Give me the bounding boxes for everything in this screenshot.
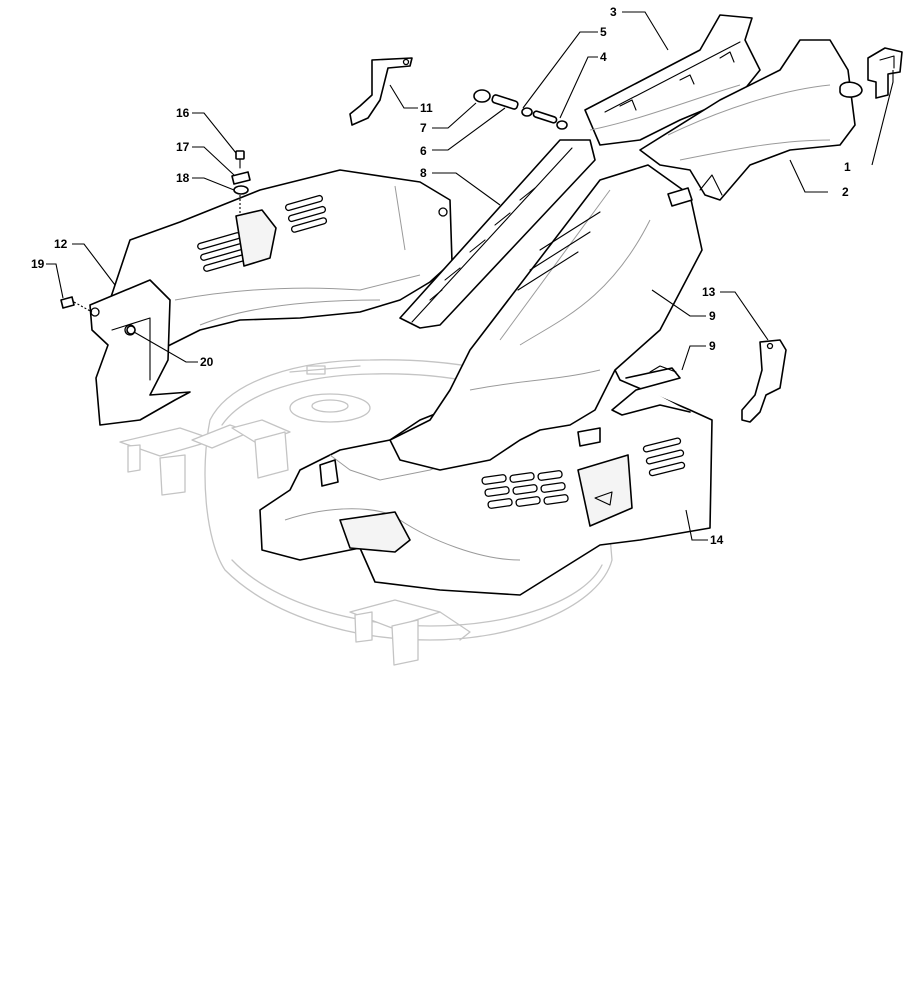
bracket-part-13 xyxy=(741,339,787,423)
right-chute-cover-part-2 xyxy=(639,39,863,201)
bracket-part-11 xyxy=(349,57,413,126)
callout-18: 18 xyxy=(176,171,190,185)
callout-3: 3 xyxy=(610,5,617,19)
leader-lines xyxy=(46,11,894,541)
callout-7: 7 xyxy=(420,121,427,135)
callout-19: 19 xyxy=(31,257,45,271)
clip-part-1 xyxy=(867,47,903,99)
callout-6: 6 xyxy=(420,144,427,158)
callout-1: 1 xyxy=(844,160,851,174)
callout-20: 20 xyxy=(200,355,214,369)
left-end-bracket xyxy=(89,279,191,426)
callout-16: 16 xyxy=(176,106,190,120)
hardware-parts-4-to-7 xyxy=(473,89,568,130)
central-chute-part-9 xyxy=(389,164,703,471)
left-side-guard-part-12 xyxy=(109,169,453,361)
callout-9-lower: 9 xyxy=(709,339,716,353)
callout-11: 11 xyxy=(420,101,433,115)
callout-14: 14 xyxy=(710,533,724,547)
callout-13: 13 xyxy=(702,285,716,299)
callout-2: 2 xyxy=(842,185,849,199)
callout-4: 4 xyxy=(600,50,607,64)
callout-9-upper: 9 xyxy=(709,309,716,323)
fasteners-16-to-20 xyxy=(60,150,251,335)
callout-17: 17 xyxy=(176,140,190,154)
callout-12: 12 xyxy=(54,237,68,251)
front-housing-part-14 xyxy=(259,359,713,596)
callout-8: 8 xyxy=(420,166,427,180)
callout-labels: 1 2 3 5 4 7 6 8 11 9 9 13 14 12 16 17 18… xyxy=(31,5,851,547)
chute-strip-part-8 xyxy=(399,139,596,329)
callout-5: 5 xyxy=(600,25,607,39)
right-clip-part-9 xyxy=(611,365,691,416)
rear-upper-cover-part-3 xyxy=(584,14,761,146)
